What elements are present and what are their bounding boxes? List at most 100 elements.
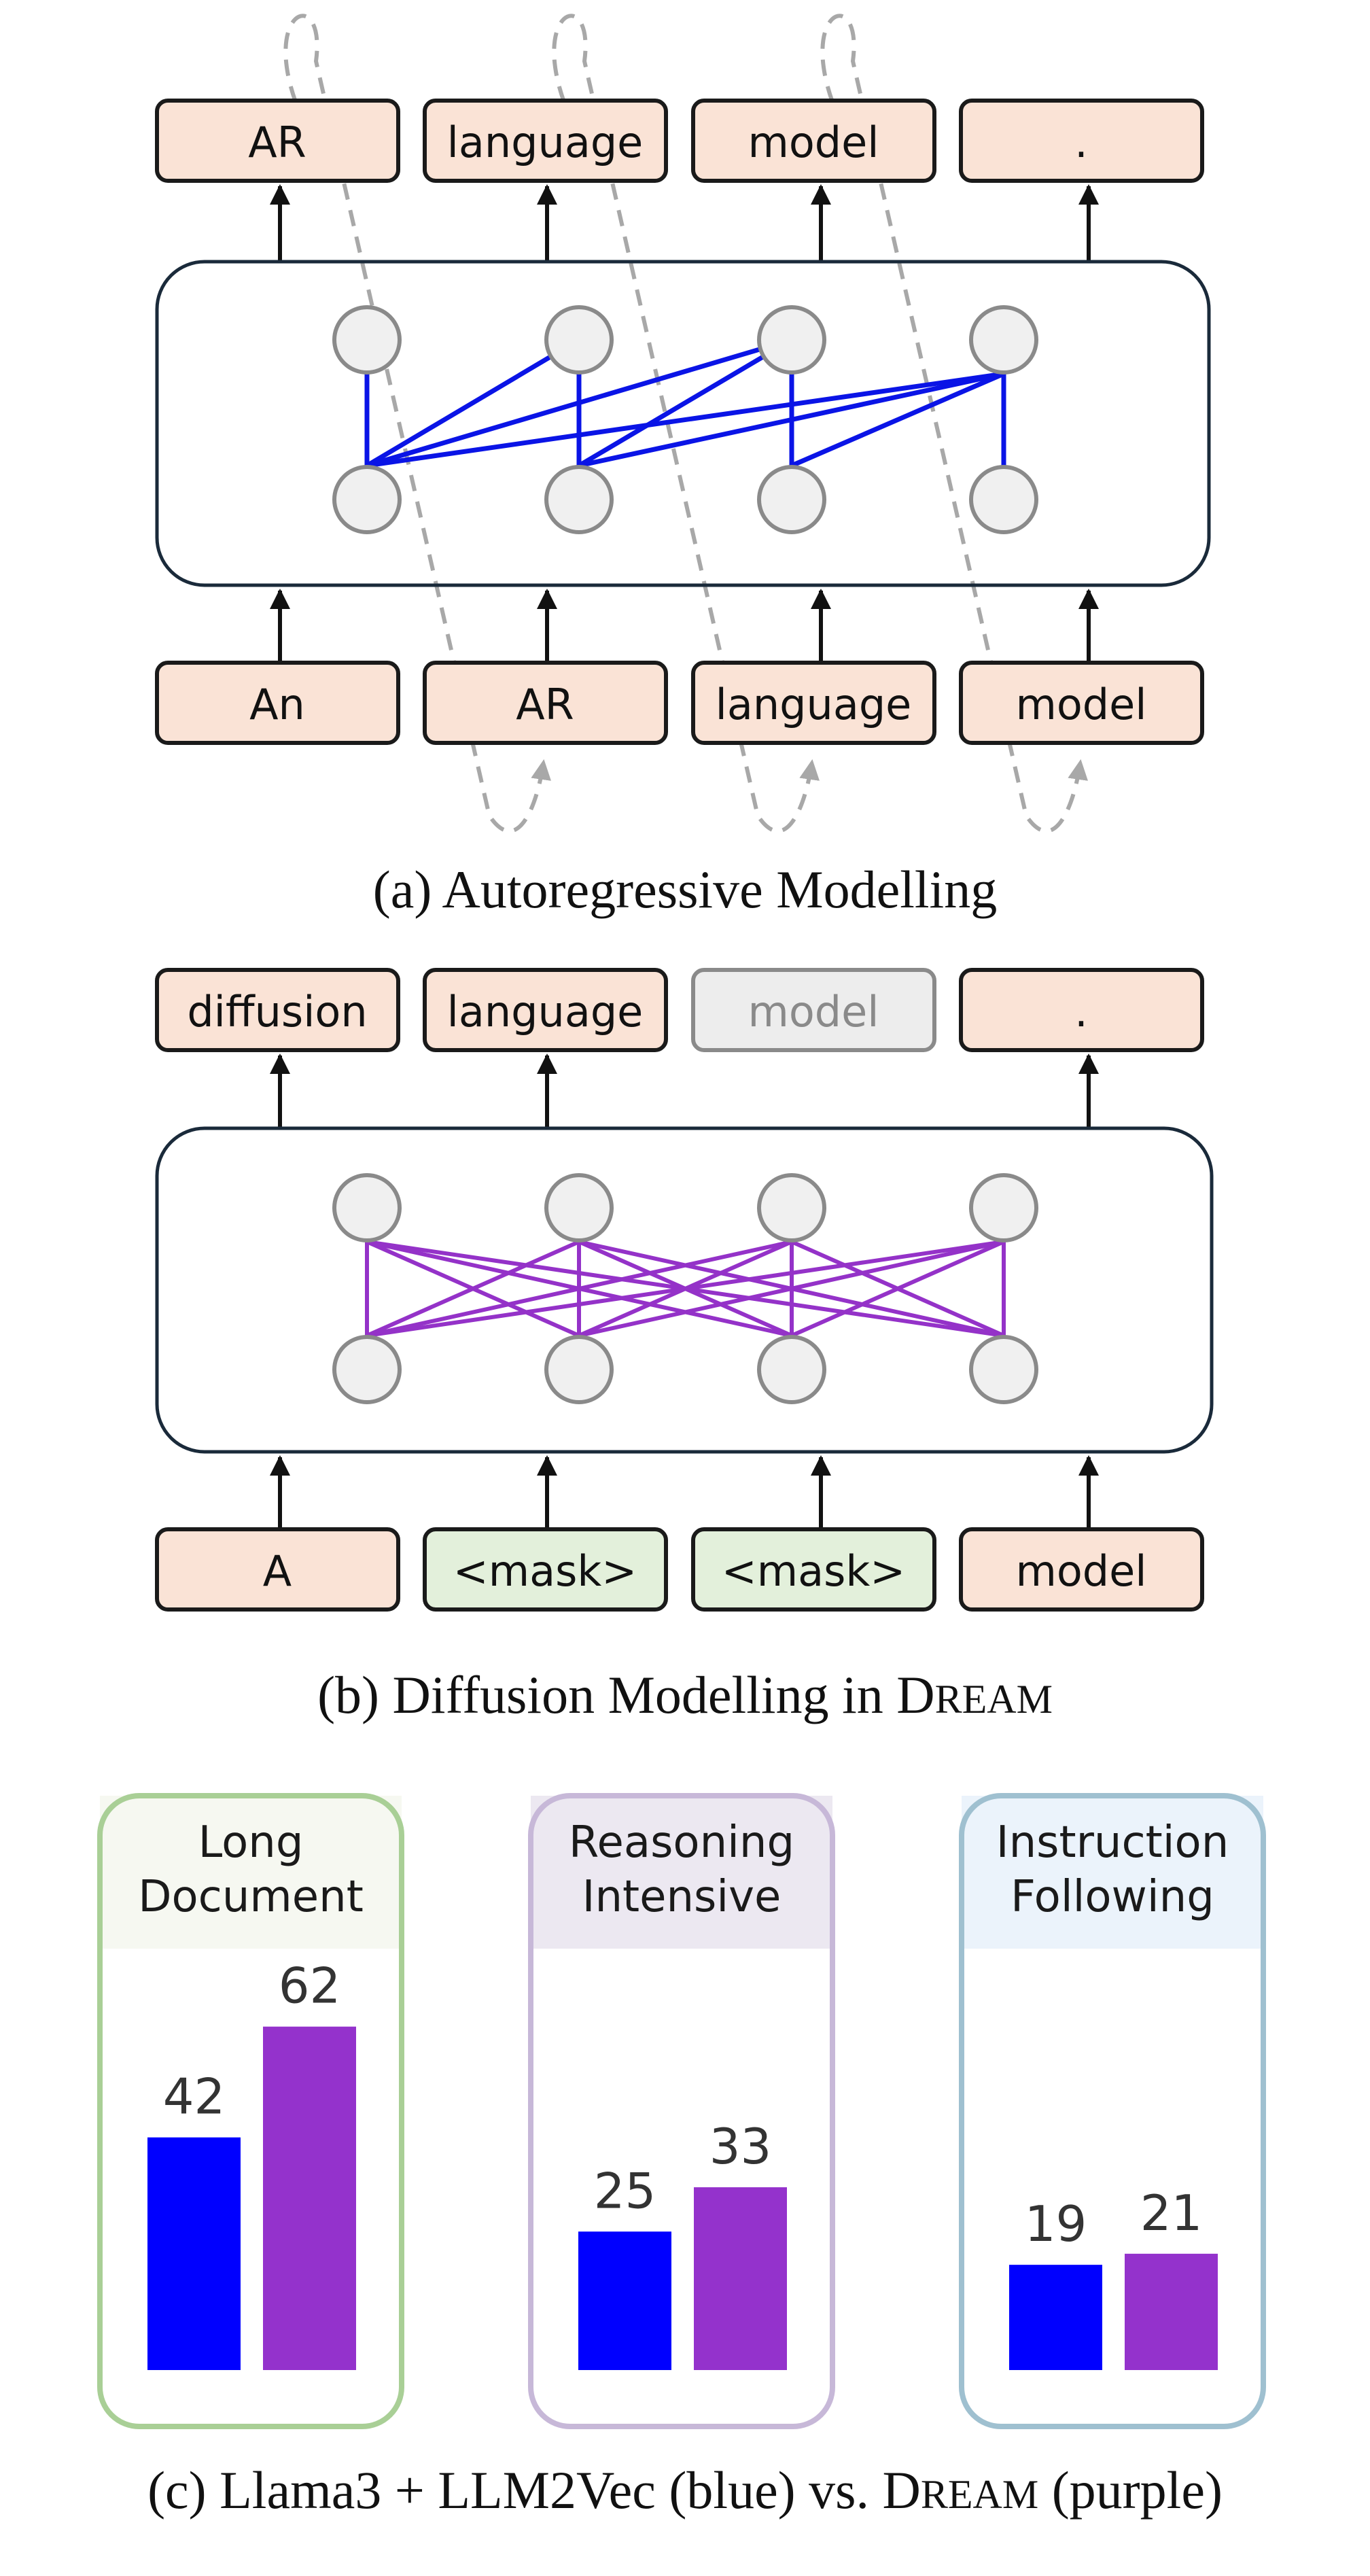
- diffusion-top-node: [757, 1173, 826, 1242]
- ar-top-node: [332, 305, 402, 375]
- comparison-caption: (c) Llama3 + LLM2Vec (blue) vs. DREAM (p…: [147, 2460, 1223, 2520]
- panel-reasoning-title-line: Reasoning: [569, 1817, 794, 1868]
- ar-bottom-node: [544, 465, 614, 534]
- diffusion-bottom-node: [969, 1335, 1038, 1404]
- panel-reasoning-header-bg: [531, 1796, 832, 1949]
- ar-bottom-node: [757, 465, 826, 534]
- ar-top-node: [969, 305, 1038, 375]
- diffusion-edge: [366, 1240, 792, 1338]
- diffusion-bottom-node: [332, 1335, 402, 1404]
- diffusion-diagram: diffusion language model .: [155, 968, 1214, 1724]
- diffusion-nodes: [332, 1173, 1038, 1404]
- panel-long-document-header-bg: [100, 1796, 402, 1949]
- ar-bottom-node: [969, 465, 1038, 534]
- panel-long-document-title-line: Document: [138, 1872, 364, 1922]
- ar-output-token-box: [959, 99, 1204, 183]
- bar-blue: [578, 2231, 671, 2370]
- bar-purple: [263, 2026, 356, 2370]
- comparison-caption-smallcaps: REAM: [921, 2472, 1038, 2517]
- bar-value-label: 33: [709, 2118, 772, 2175]
- diffusion-top-node: [332, 1173, 402, 1242]
- ar-input-token-box: [155, 661, 400, 745]
- diffusion-input-token-box: [155, 1527, 400, 1612]
- diffusion-output-token-label: .: [1074, 987, 1088, 1037]
- comparison-caption-main: (c) Llama3 + LLM2Vec (blue) vs. D: [147, 2460, 921, 2520]
- ar-feedback-loop-1: [283, 14, 552, 833]
- diffusion-input-token-box: [959, 1527, 1204, 1612]
- diffusion-output-token-box: [959, 968, 1204, 1052]
- ar-output-token-label: AR: [248, 118, 306, 167]
- panel-instruction-title-line: Instruction: [996, 1817, 1229, 1868]
- bar-purple: [694, 2187, 787, 2370]
- ar-input-token-label: model: [1015, 680, 1146, 729]
- ar-bottom-node: [332, 465, 402, 534]
- ar-input-token-label: language: [716, 680, 912, 729]
- diffusion-mask-token-label: <mask>: [453, 1546, 637, 1596]
- ar-output-token-label: .: [1074, 118, 1088, 167]
- ar-output-token-box: [155, 99, 400, 183]
- ar-edge: [790, 371, 1005, 468]
- diffusion-bottom-node: [544, 1335, 614, 1404]
- ar-input-token-box: [691, 661, 936, 745]
- bar-value-label: 21: [1140, 2185, 1203, 2242]
- comparison-caption-suffix: (purple): [1038, 2460, 1223, 2520]
- panel-instruction-title-line: Following: [1011, 1872, 1214, 1922]
- panel-instruction-frame: [959, 1793, 1266, 2429]
- panel-instruction-header-bg: [962, 1796, 1263, 1949]
- panel-long-document-title-line: Long: [198, 1817, 304, 1868]
- ar-input-token-label: An: [249, 680, 305, 729]
- ar-input-token-box: [423, 661, 668, 745]
- diffusion-input-token-label: model: [1015, 1546, 1146, 1596]
- ar-edge: [578, 337, 793, 468]
- bar-blue: [147, 2137, 241, 2370]
- diffusion-top-node: [969, 1173, 1038, 1242]
- ar-attention-edges: [364, 337, 1006, 500]
- ar-model-box: [155, 260, 1211, 587]
- bar-purple: [1125, 2253, 1218, 2370]
- bar-blue: [1009, 2265, 1102, 2370]
- diffusion-edge: [366, 1240, 1004, 1338]
- diffusion-input-token-label: A: [263, 1546, 292, 1596]
- ar-feedback-loops: [283, 14, 1089, 833]
- ar-output-token-box: [423, 99, 668, 183]
- diffusion-output-tokens: diffusion language model .: [155, 968, 1204, 1052]
- ar-output-tokens: AR language model .: [155, 99, 1204, 183]
- bar-value-label: 62: [279, 1957, 341, 2015]
- ar-edge: [366, 337, 792, 468]
- diffusion-mask-token-box: [691, 1527, 936, 1612]
- ar-input-token-label: AR: [516, 680, 574, 729]
- diffusion-input-tokens: A <mask> <mask> model: [155, 1527, 1204, 1612]
- diffusion-output-token-box: [155, 968, 400, 1052]
- diffusion-bottom-node: [757, 1335, 826, 1404]
- ar-edge: [366, 371, 1004, 468]
- diffusion-mask-token-box: [423, 1527, 668, 1612]
- diffusion-output-token-box-pending: [691, 968, 936, 1052]
- ar-output-token-label: language: [447, 118, 644, 167]
- bar-value-label: 25: [594, 2162, 656, 2219]
- ar-output-arrows: [270, 184, 1099, 262]
- ar-top-node: [544, 305, 614, 375]
- diffusion-mask-token-label: <mask>: [722, 1546, 906, 1596]
- diffusion-caption-smallcaps: REAM: [935, 1677, 1053, 1722]
- ar-output-token-label: model: [748, 118, 879, 167]
- panel-long-document-frame: [97, 1793, 404, 2429]
- diffusion-output-token-label: diffusion: [187, 987, 367, 1037]
- diffusion-top-node: [544, 1173, 614, 1242]
- diffusion-edge: [366, 1240, 580, 1338]
- ar-edge: [578, 371, 1004, 468]
- diffusion-output-token-label-pending: model: [748, 987, 879, 1037]
- diffusion-output-token-label: language: [447, 987, 644, 1037]
- ar-input-arrows: [270, 589, 1099, 663]
- bar-value-label: 19: [1025, 2195, 1087, 2252]
- ar-nodes: [332, 305, 1038, 534]
- panel-reasoning-frame: [528, 1793, 835, 2429]
- diffusion-edge: [578, 1240, 1004, 1338]
- diffusion-output-arrows: [270, 1054, 1099, 1128]
- diffusion-model-box: [155, 1126, 1214, 1454]
- ar-output-token-box: [691, 99, 936, 183]
